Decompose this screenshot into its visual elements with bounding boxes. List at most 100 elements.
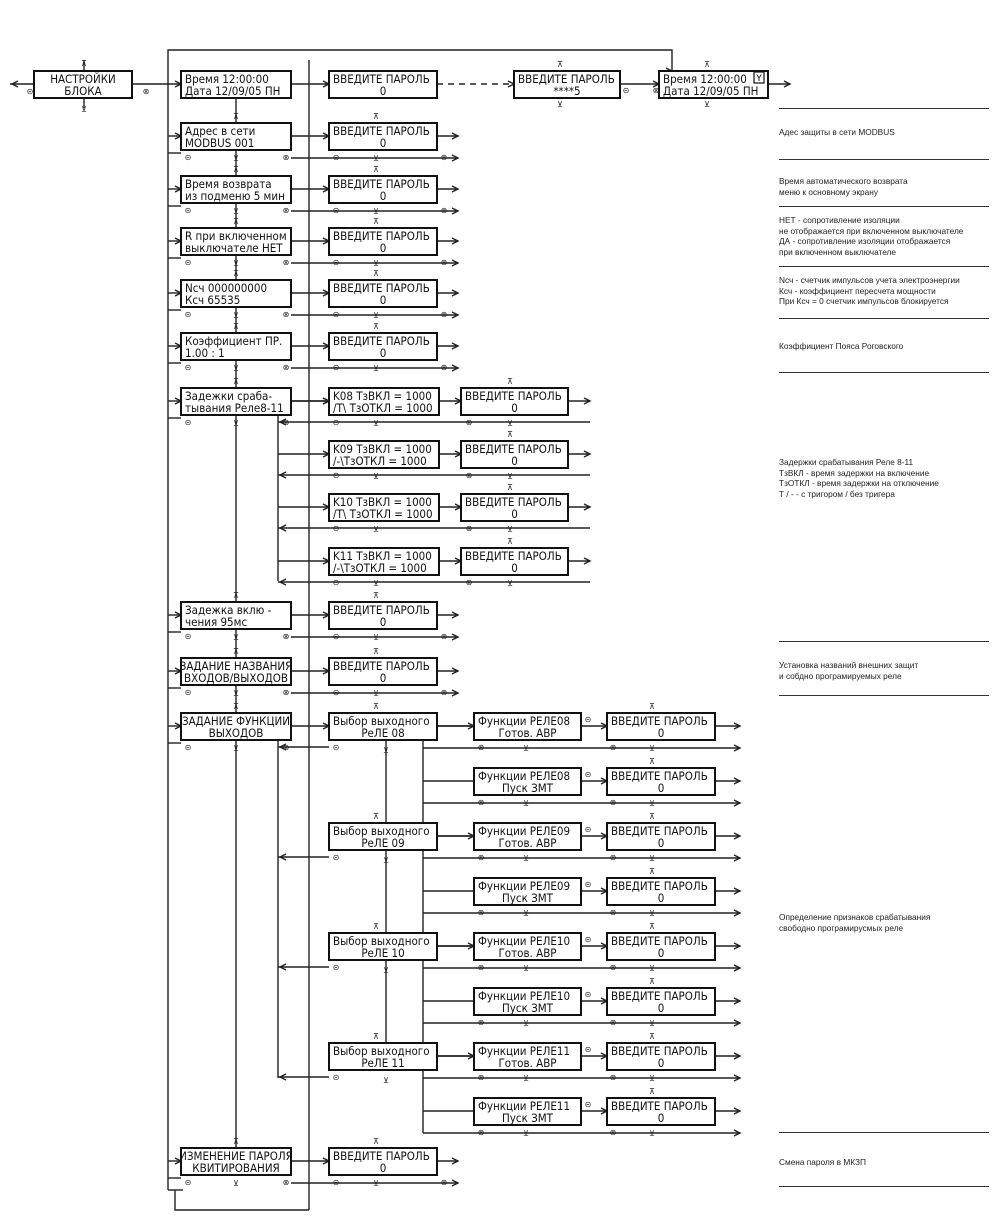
left-key-symbol: ⊝ bbox=[185, 688, 192, 697]
down-key-symbol: ⊻ bbox=[383, 966, 389, 975]
switch-on-delay-box-line-1: Задежка вклю - bbox=[185, 603, 272, 617]
modbus-address-box-line-1: Адрес в сети bbox=[185, 124, 255, 138]
relay-delay-box-k10[interactable]: K10 ТзВКЛ = 1000/T\ ТзОТКЛ = 1000 bbox=[328, 493, 440, 522]
down-key-symbol: ⊻ bbox=[649, 854, 655, 863]
rogowski-coefficient-box-line-2: 1.00 : 1 bbox=[185, 346, 225, 360]
relay-function-box-4-line-1: Функции РЕЛЕ09 bbox=[478, 879, 570, 893]
relay-delay-box-k11[interactable]: K11 ТзВКЛ = 1000/-\ТзОТКЛ = 1000 bbox=[328, 547, 440, 576]
output-select-box-9-line-2: РеЛЕ 09 bbox=[361, 836, 404, 850]
arrow-head bbox=[451, 132, 460, 140]
password-box-relay-function-8-line-1: ВВЕДИТЕ ПАРОЛЬ bbox=[611, 1099, 708, 1113]
left-key-symbol: ⊝ bbox=[585, 1100, 592, 1109]
switch-on-delay-box[interactable]: Задежка вклю -чения 95мс bbox=[180, 601, 292, 630]
output-functions-box-line-2: ВЫХОДОВ bbox=[209, 726, 264, 740]
password-box-relay-delay-9-frame bbox=[460, 440, 569, 469]
relay-delay-box-k9[interactable]: K09 ТзВКЛ = 1000/-\ТзОТКЛ = 1000 bbox=[328, 440, 440, 469]
left-key-symbol: ⊝ bbox=[185, 310, 192, 319]
arrow-head bbox=[733, 854, 742, 862]
datetime-box-line-1: Время 12:00:00 bbox=[185, 72, 269, 86]
relay-delay-box-k10-line-1: K10 ТзВКЛ = 1000 bbox=[333, 495, 432, 509]
relay-function-box-2-frame bbox=[473, 767, 582, 796]
arrow-head bbox=[278, 1073, 287, 1081]
relay-delay-box-k8-frame bbox=[328, 387, 440, 416]
separator bbox=[779, 318, 989, 319]
relay-delays-box[interactable]: Задежки сраба-тывания Реле8-11 bbox=[180, 387, 292, 416]
rogowski-coefficient-box-line-1: Коэффициент ПР. bbox=[185, 334, 282, 348]
relay-function-box-8-frame bbox=[473, 1097, 582, 1126]
password-box-relay-function-3-line-1: ВВЕДИТЕ ПАРОЛЬ bbox=[611, 824, 708, 838]
separator bbox=[779, 159, 989, 160]
password-box-relay-delay-11-line-1: ВВЕДИТЕ ПАРОЛЬ bbox=[465, 549, 562, 563]
note-rogowski-coefficient: Коэффициент Пояса Роговского bbox=[779, 341, 904, 351]
password-box-modbus-address-box-line-1: ВВЕДИТЕ ПАРОЛЬ bbox=[333, 124, 430, 138]
rogowski-coefficient-box[interactable]: Коэффициент ПР.1.00 : 1 bbox=[180, 332, 292, 361]
down-key-symbol: ⊻ bbox=[233, 207, 239, 216]
arrow-head bbox=[583, 450, 592, 458]
down-key-symbol: ⊻ bbox=[383, 1076, 389, 1085]
password-box-relay-function-4-frame bbox=[606, 877, 716, 906]
password-box-relay-function-1-frame bbox=[606, 712, 716, 741]
left-key-symbol: ⊝ bbox=[333, 258, 340, 267]
relay-delay-box-k9-line-2: /-\ТзОТКЛ = 1000 bbox=[333, 454, 427, 468]
password-box-relay-delay-9-line-2: 0 bbox=[511, 454, 518, 468]
arrow-head bbox=[733, 777, 742, 785]
password-box-masked[interactable]: ВВЕДИТЕ ПАРОЛЬ****5 bbox=[513, 70, 621, 99]
left-key-symbol: ⊝ bbox=[185, 1178, 192, 1187]
password-box-return-time-box-frame bbox=[328, 175, 438, 204]
up-key-symbol: ⊼ bbox=[373, 702, 379, 711]
root-settings-box-frame bbox=[33, 70, 133, 99]
relay-function-box-6-frame bbox=[473, 987, 582, 1016]
edit-flag: Y bbox=[755, 74, 762, 84]
password-box-modbus-address-box-line-2: 0 bbox=[380, 136, 387, 150]
output-select-box-8-line-2: РеЛЕ 08 bbox=[361, 726, 404, 740]
relay-delay-box-k8[interactable]: K08 ТзВКЛ = 1000/T\ ТзОТКЛ = 1000 bbox=[328, 387, 440, 416]
up-key-symbol: ⊼ bbox=[649, 812, 655, 821]
left-key-symbol: ⊝ bbox=[333, 418, 340, 427]
password-box-relay-function-2-line-1: ВВЕДИТЕ ПАРОЛЬ bbox=[611, 769, 708, 783]
enter-key-symbol: ⊗ bbox=[441, 206, 448, 215]
